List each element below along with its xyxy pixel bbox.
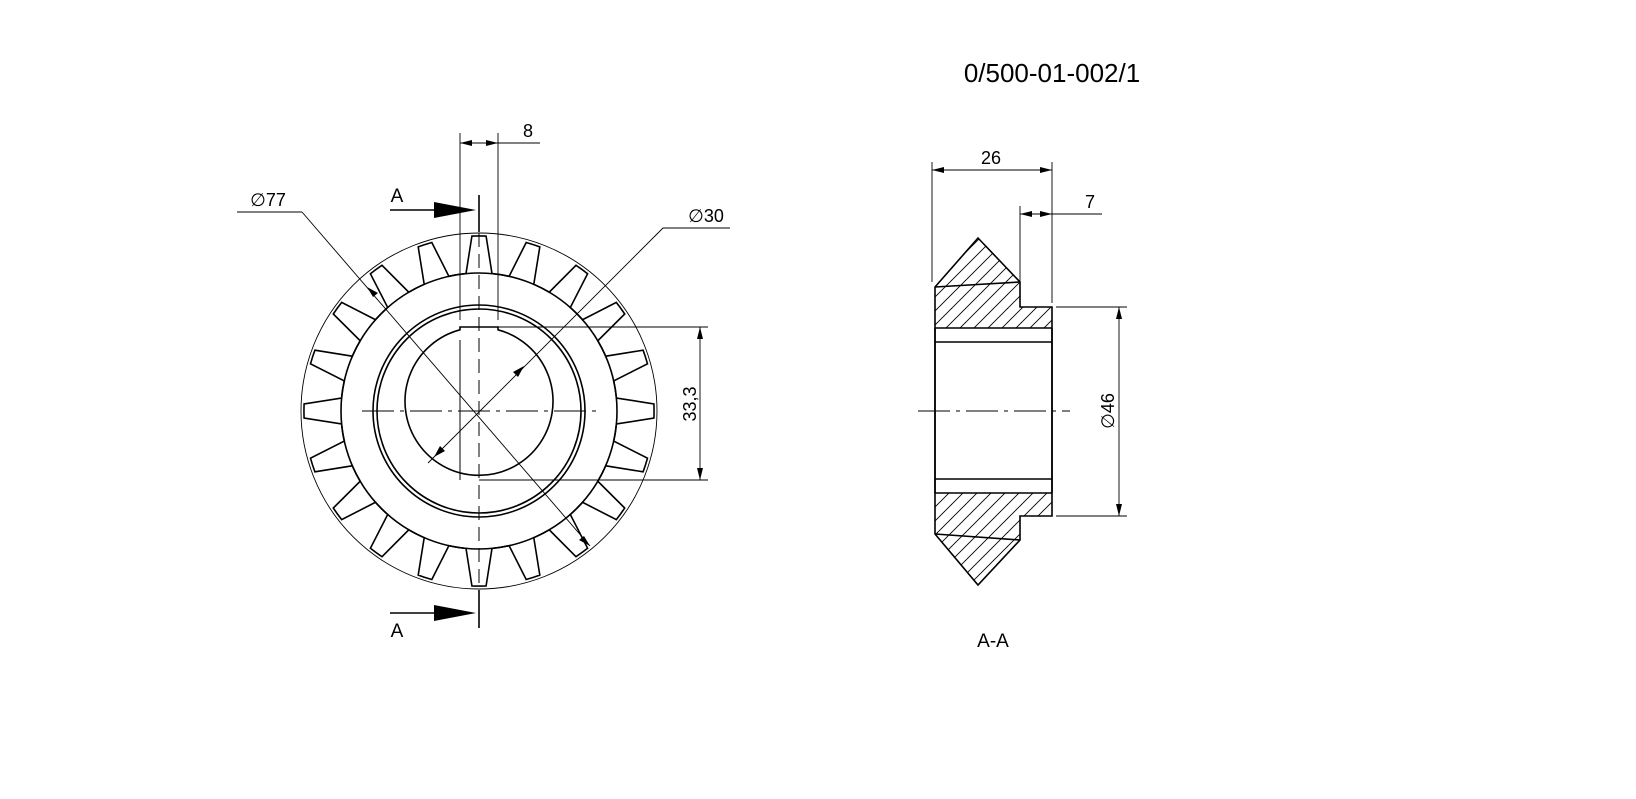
dim-7-arrow-right [1040,211,1052,217]
dim-7-text: 7 [1085,192,1095,212]
section-hatch-bottom [935,493,1052,585]
dim-8-text: 8 [523,121,533,141]
dim-33-text: 33,3 [680,386,700,421]
dim-77-text: ∅77 [250,190,286,210]
section-view: 26 7 ∅46 A-A [918,148,1127,652]
dim-46-text: ∅46 [1098,393,1118,429]
dim-30-line [427,227,664,464]
dim-46-arrow-bottom [1116,504,1122,516]
dim-30-arrow-upper [513,366,524,377]
cut-letter-bottom: A [391,621,404,642]
dim-77-arrow-upper [367,287,378,297]
section-label: A-A [977,631,1009,652]
dim-77-line [301,211,591,547]
dim-77-arrow-lower [579,536,590,546]
dim-33-arrow-top [697,327,703,339]
dim-7-arrow-left [1020,211,1032,217]
dim-33-arrow-bottom [697,468,703,480]
dim-8-arrow-right [486,140,498,146]
front-view: A A 8 ∅77 ∅30 33,3 [237,121,730,642]
dim-26-arrow-right [1040,167,1052,173]
cut-arrow-bottom-head [434,605,476,621]
section-tooth-edge-bottom [934,533,1021,541]
dim-46-arrow-top [1116,307,1122,319]
dim-26-arrow-left [932,167,944,173]
section-tooth-edge-top [934,281,1021,288]
dim-8-arrow-left [460,140,472,146]
cut-letter-top: A [391,186,404,207]
section-outline [934,236,1053,587]
dim-30-text: ∅30 [688,206,724,226]
dim-26-text: 26 [981,148,1001,168]
cut-arrow-top-head [434,202,476,218]
bore-with-keyway [404,326,554,477]
drawing-number: 0/500-01-002/1 [964,58,1140,88]
dim-30-arrow-lower [434,446,445,457]
